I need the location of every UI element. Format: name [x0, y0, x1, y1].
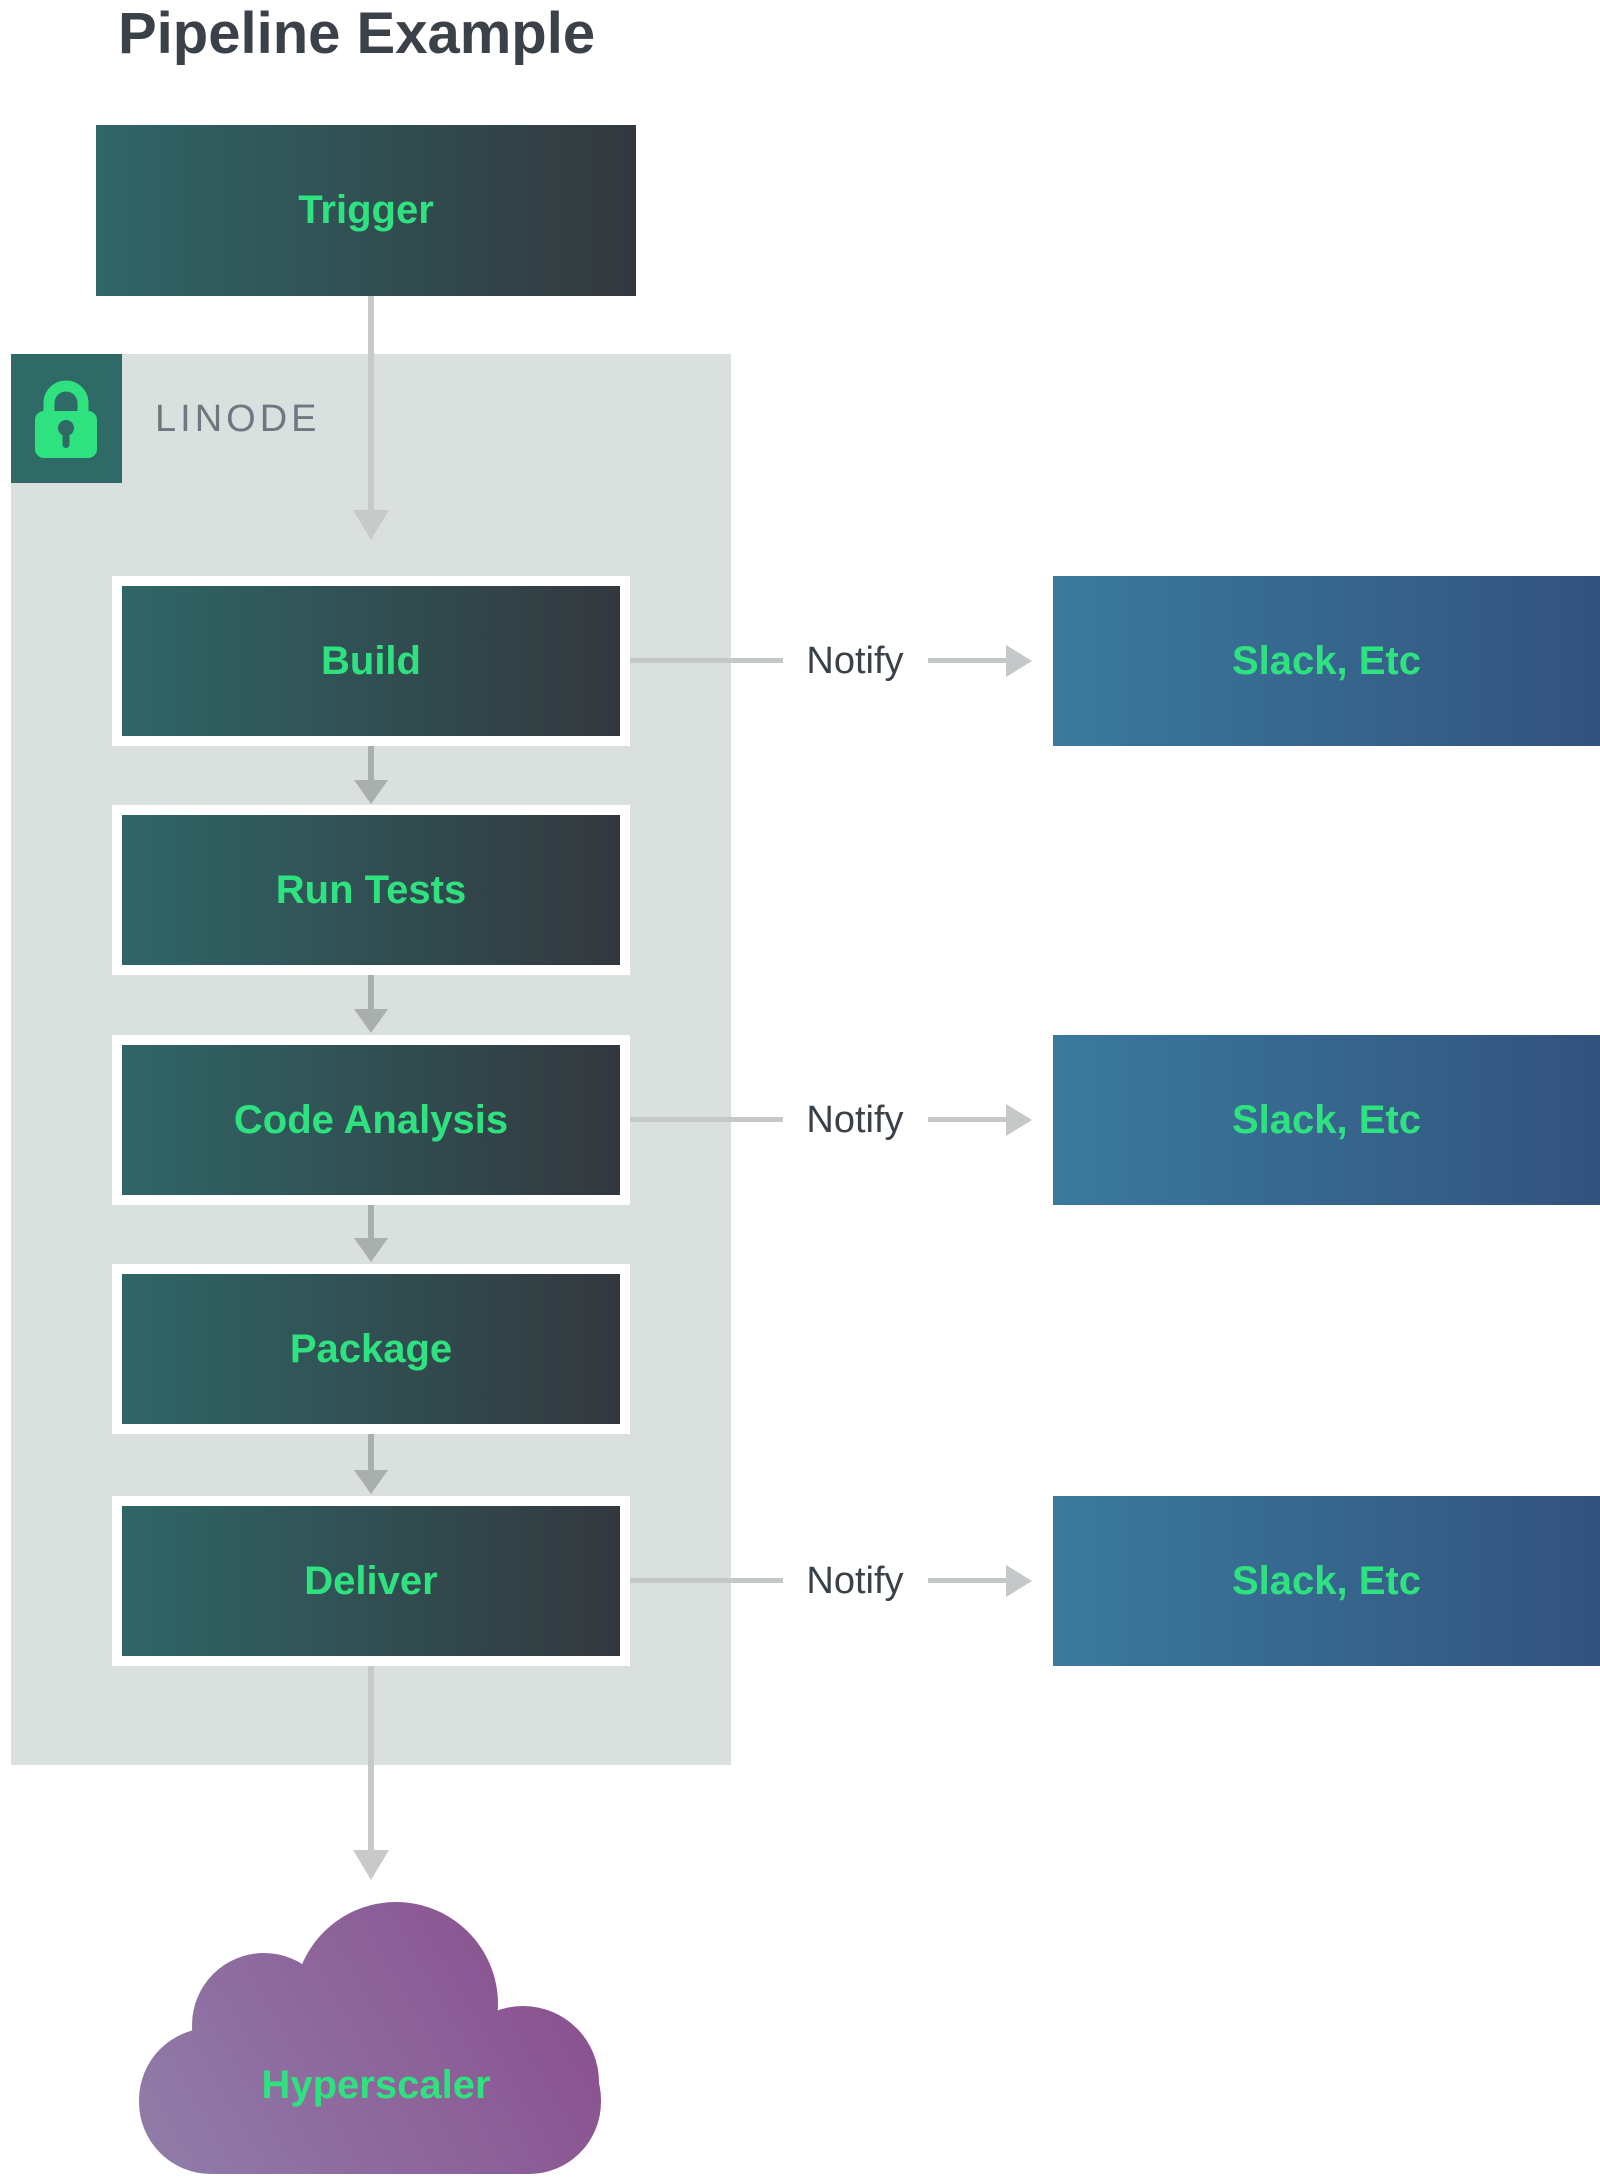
notify-label-codeanalysis: Notify [806, 1099, 904, 1141]
linode-label: LINODE [155, 398, 321, 440]
arrow-build-to-runtests-shaft [368, 746, 374, 780]
arrow-build-to-runtests-head [354, 780, 388, 804]
lock-icon [35, 380, 97, 458]
notify-label-deliver: Notify [806, 1560, 904, 1602]
step-label: Run Tests [275, 867, 467, 912]
trigger-node: Trigger [96, 125, 636, 296]
step-label: Package [289, 1326, 453, 1371]
arrow-package-to-deliver-head [354, 1470, 388, 1494]
arrow-deliver-to-cloud-shaft [368, 1666, 374, 1850]
notify-line-build [630, 658, 783, 663]
notify-arrow-build-shaft [928, 658, 1006, 663]
arrow-codeanalysis-to-package-head [354, 1238, 388, 1262]
pipeline-step-build-box: Build [122, 586, 620, 736]
lock-badge [11, 354, 122, 483]
pipeline-step-package: Package [112, 1264, 630, 1434]
slack-label: Slack, Etc [1231, 1097, 1421, 1142]
slack-label: Slack, Etc [1231, 638, 1421, 683]
step-label: Code Analysis [233, 1097, 509, 1142]
page-title: Pipeline Example [118, 1, 596, 66]
pipeline-step-run-tests-box: Run Tests [122, 815, 620, 965]
notify-arrow-codeanalysis-head [1006, 1104, 1032, 1136]
pipeline-step-package-box: Package [122, 1274, 620, 1424]
arrow-deliver-to-cloud-head [353, 1850, 389, 1880]
pipeline-step-deliver-box: Deliver [122, 1506, 620, 1656]
pipeline-step-deliver: Deliver [112, 1496, 630, 1666]
notify-line-deliver [630, 1578, 783, 1583]
slack-label: Slack, Etc [1231, 1558, 1421, 1603]
slack-node-deliver: Slack, Etc [1053, 1496, 1600, 1666]
arrow-runtests-to-codeanalysis-shaft [368, 975, 374, 1009]
cloud-label: Hyperscaler [261, 2063, 490, 2107]
pipeline-step-build: Build [112, 576, 630, 746]
trigger-label: Trigger [298, 188, 434, 232]
notify-arrow-deliver-head [1006, 1565, 1032, 1597]
pipeline-step-code-analysis: Code Analysis [112, 1035, 630, 1205]
pipeline-step-run-tests: Run Tests [112, 805, 630, 975]
notify-line-codeanalysis [630, 1117, 783, 1122]
arrow-package-to-deliver-shaft [368, 1434, 374, 1470]
step-label: Build [321, 638, 421, 683]
arrow-codeanalysis-to-package-shaft [368, 1205, 374, 1238]
notify-arrow-codeanalysis-shaft [928, 1117, 1006, 1122]
arrow-runtests-to-codeanalysis-head [354, 1009, 388, 1033]
notify-label-build: Notify [806, 640, 904, 682]
hyperscaler-cloud: Hyperscaler [139, 1902, 601, 2174]
slack-node-build: Slack, Etc [1053, 576, 1600, 746]
notify-arrow-build-head [1006, 645, 1032, 677]
cloud-shape [139, 1902, 601, 2174]
arrow-trigger-to-build-shaft [368, 296, 374, 510]
slack-node-codeanalysis: Slack, Etc [1053, 1035, 1600, 1205]
arrow-trigger-to-build-head [353, 510, 389, 540]
notify-arrow-deliver-shaft [928, 1578, 1006, 1583]
pipeline-step-code-analysis-box: Code Analysis [122, 1045, 620, 1195]
step-label: Deliver [304, 1558, 438, 1603]
